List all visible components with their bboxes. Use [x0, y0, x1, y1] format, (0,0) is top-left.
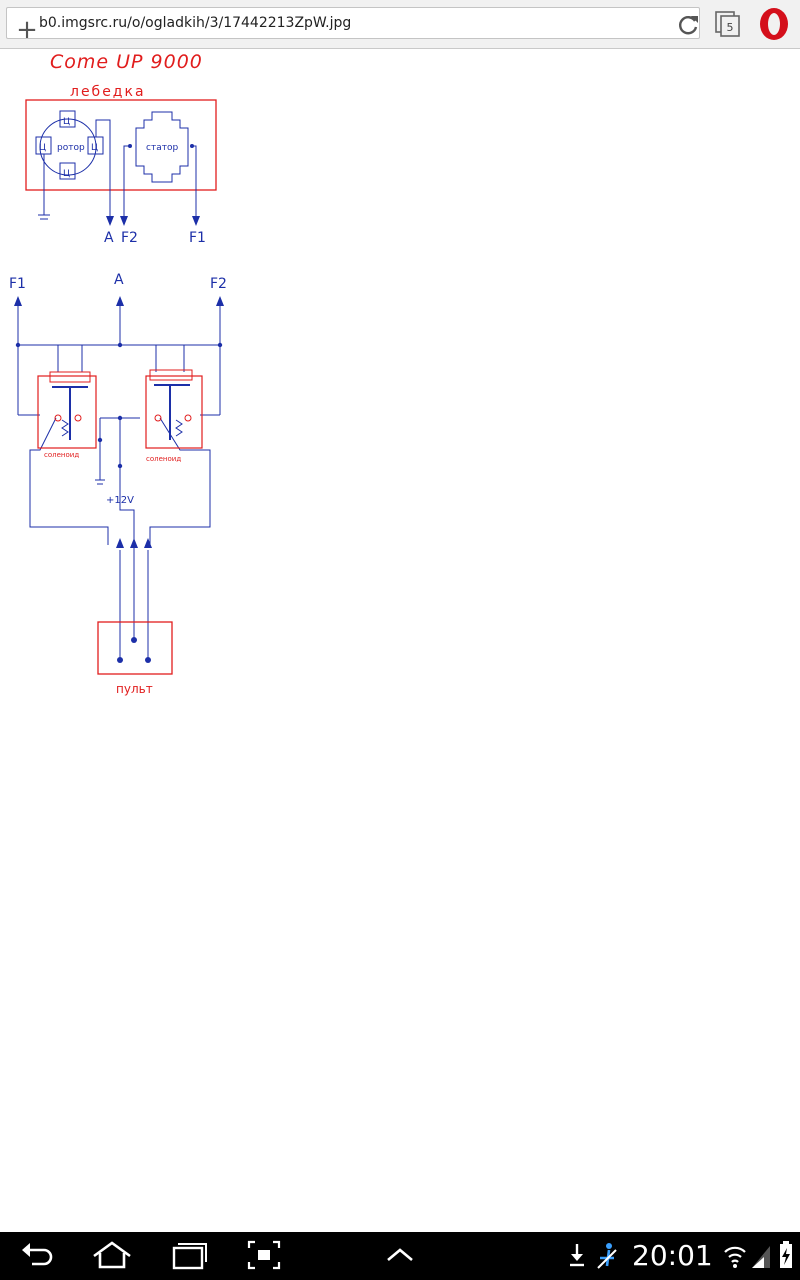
remote-block — [97, 621, 173, 675]
wiring-diagram-image: Come UP 9000 лебедка ротор Ц Ц Ц Ц стато… — [9, 51, 227, 696]
brush-mark-bottom: Ц — [63, 169, 70, 179]
system-navigation-bar: 20:01 — [0, 1232, 800, 1280]
terminal-bottom-f2: F2 — [210, 276, 227, 292]
clock: 20:01 — [632, 1239, 713, 1272]
download-icon — [570, 1244, 584, 1267]
reload-icon[interactable] — [675, 12, 701, 38]
drawing-title: Come UP 9000 — [50, 51, 203, 73]
screenshot-icon[interactable] — [246, 1238, 282, 1272]
solenoid-left — [37, 371, 97, 449]
solenoid-right — [145, 369, 203, 449]
tab-count: 5 — [727, 21, 734, 34]
terminal-top-f2: F2 — [121, 230, 138, 246]
winch-block: ротор Ц Ц Ц Ц статор — [25, 99, 217, 226]
brush-mark-left: Ц — [39, 143, 46, 153]
brush-mark-right: Ц — [91, 143, 98, 153]
tabs-button[interactable]: 5 — [712, 9, 744, 39]
back-icon[interactable] — [18, 1238, 58, 1272]
terminal-bottom-f1: F1 — [9, 276, 26, 292]
brush-mark-top: Ц — [63, 117, 70, 127]
browser-toolbar: + b0.imgsrc.ru/o/ogladkih/3/17442213ZpW.… — [0, 0, 800, 49]
signal-icon — [752, 1246, 770, 1268]
recent-apps-icon[interactable] — [168, 1238, 208, 1272]
solenoid-label-left: соленоид — [44, 451, 79, 459]
stator-label: статор — [146, 143, 178, 153]
opera-menu-icon[interactable] — [756, 6, 792, 42]
rotor-label: ротор — [57, 143, 85, 153]
winch-label: лебедка — [70, 84, 146, 100]
voltage-label: +12V — [106, 495, 134, 506]
terminal-top-f1: F1 — [189, 230, 206, 246]
terminal-top-a: A — [104, 230, 114, 246]
home-icon[interactable] — [90, 1238, 134, 1272]
new-tab-icon[interactable]: + — [16, 15, 38, 45]
menu-up-icon[interactable] — [384, 1238, 416, 1272]
url-text[interactable]: b0.imgsrc.ru/o/ogladkih/3/17442213ZpW.jp… — [39, 15, 352, 31]
solenoid-wiring — [17, 300, 221, 660]
usb-debug-icon — [597, 1243, 617, 1269]
solenoid-label-right: соленоид — [146, 455, 181, 463]
terminal-bottom-a: A — [114, 272, 124, 288]
remote-label: пульт — [116, 682, 153, 696]
wifi-icon — [724, 1246, 746, 1268]
address-bar[interactable]: + b0.imgsrc.ru/o/ogladkih/3/17442213ZpW.… — [6, 7, 701, 44]
page-content: Come UP 9000 лебедка ротор Ц Ц Ц Ц стато… — [0, 49, 800, 1232]
battery-charging-icon — [780, 1241, 792, 1268]
